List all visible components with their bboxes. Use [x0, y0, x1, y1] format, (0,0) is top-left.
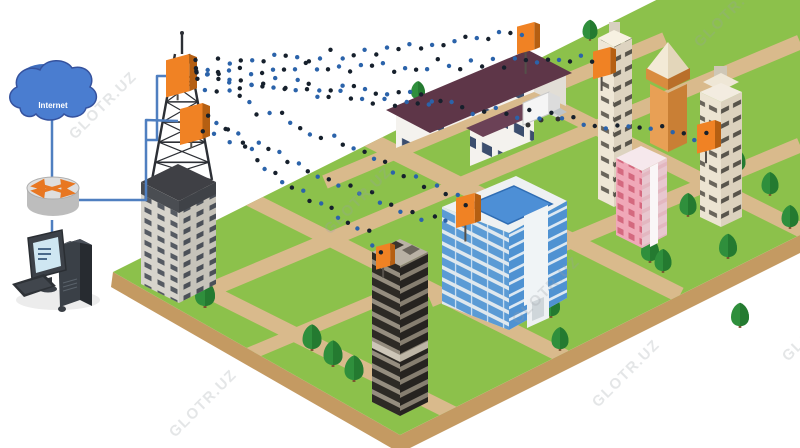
- dark-office-tower: [372, 239, 428, 416]
- delivery-truck: [522, 91, 567, 128]
- rooftop-antenna: [166, 54, 197, 101]
- watermark: GLOTR.UZ: [166, 366, 241, 441]
- cables: [50, 74, 179, 234]
- tree: [731, 302, 749, 328]
- cloud-label: Internet: [38, 101, 68, 110]
- orange-tower: [646, 42, 690, 152]
- core-router: [26, 176, 80, 216]
- rooftop-antenna: [517, 22, 540, 74]
- rooftop-antenna: [593, 47, 616, 91]
- rooftop-antenna: [456, 193, 481, 242]
- internet-cloud: Internet: [9, 60, 98, 121]
- rooftop-antenna: [376, 243, 395, 278]
- watermark: GLOTR.UZ: [779, 290, 800, 365]
- warehouse-building: [386, 50, 572, 166]
- headquarters-building: [141, 164, 216, 303]
- rooftop-antenna: [697, 120, 721, 164]
- pc-mouse: [58, 306, 66, 312]
- pink-apartment-building: [616, 146, 667, 248]
- admin-computer: [12, 229, 100, 312]
- wireless-beams: [193, 29, 709, 255]
